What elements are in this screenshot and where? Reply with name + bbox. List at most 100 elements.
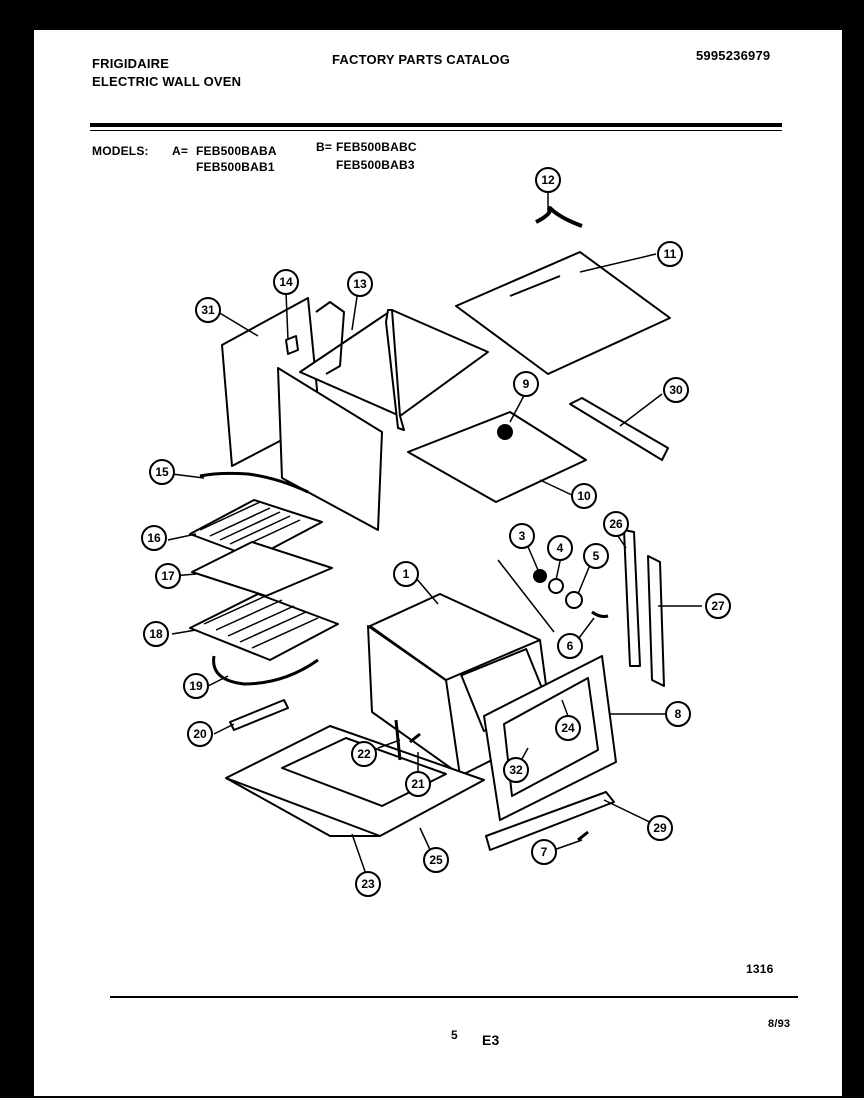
callout-label-29: 29 (653, 821, 667, 835)
callout-circle-31 (195, 297, 221, 323)
callout-circle-11 (657, 241, 683, 267)
bake-element-shape (212, 655, 319, 686)
model-a-prefix: A= (172, 144, 189, 158)
callout-label-1: 1 (403, 567, 410, 581)
callout-circle-8 (665, 701, 691, 727)
lamp-cover-shape (565, 591, 583, 609)
lamp-socket-shape (533, 569, 547, 583)
door-trim-left-shape (623, 529, 641, 667)
callout-circle-24 (555, 715, 581, 741)
bracket-shape (285, 335, 299, 355)
callout-circle-32 (503, 757, 529, 783)
trim-strip-shape (569, 397, 669, 461)
catalog-title: FACTORY PARTS CATALOG (332, 52, 511, 67)
models-label: MODELS: (92, 144, 149, 158)
page-number: 5 (451, 1028, 458, 1042)
callout-label-3: 3 (519, 529, 526, 543)
callout-label-4: 4 (557, 541, 564, 555)
callout-circle-6 (557, 633, 583, 659)
callout-circle-4 (547, 535, 573, 561)
callout-label-16: 16 (147, 531, 161, 545)
screw-shape (577, 830, 589, 842)
callout-circle-7 (531, 839, 557, 865)
callout-circle-13 (347, 271, 373, 297)
callout-circle-26 (603, 511, 629, 537)
element-bracket-shape (229, 699, 289, 731)
callout-label-8: 8 (675, 707, 682, 721)
model-a-1: FEB500BABA (196, 144, 277, 158)
callout-label-17: 17 (161, 569, 175, 583)
callout-label-19: 19 (189, 679, 203, 693)
callout-circle-22 (351, 741, 377, 767)
callout-label-20: 20 (193, 727, 207, 741)
callout-label-30: 30 (669, 383, 683, 397)
callout-label-32: 32 (509, 763, 523, 777)
callout-label-5: 5 (593, 549, 600, 563)
callout-circle-14 (273, 269, 299, 295)
callout-circle-18 (143, 621, 169, 647)
callout-label-13: 13 (353, 277, 367, 291)
callout-circle-10 (571, 483, 597, 509)
cabinet-side-shape (385, 309, 405, 431)
model-b-1: FEB500BABC (336, 140, 417, 154)
callout-label-23: 23 (361, 877, 375, 891)
callout-label-6: 6 (567, 639, 574, 653)
callout-label-24: 24 (561, 721, 575, 735)
broiler-pan-shape (191, 541, 333, 597)
callout-circle-19 (183, 673, 209, 699)
kick-plate-shape (485, 791, 615, 851)
header-rule-top (90, 123, 782, 127)
header-rule-bottom (90, 130, 782, 131)
callout-label-9: 9 (523, 377, 530, 391)
callout-circle-9 (513, 371, 539, 397)
model-a-2: FEB500BAB1 (196, 160, 275, 174)
callout-label-25: 25 (429, 853, 443, 867)
callout-circle-29 (647, 815, 673, 841)
oven-rack-shape (189, 593, 339, 661)
product-name: ELECTRIC WALL OVEN (92, 74, 242, 89)
knob-shape (497, 424, 513, 440)
callout-circle-5 (583, 543, 609, 569)
lamp-lens-shape (548, 578, 564, 594)
footer-rule (110, 996, 798, 998)
model-b-prefix: B= (316, 140, 333, 154)
figure-number: 1316 (746, 962, 774, 976)
callout-circle-15 (149, 459, 175, 485)
callout-label-14: 14 (279, 275, 293, 289)
callout-circle-21 (405, 771, 431, 797)
switch-shape (591, 610, 609, 618)
callout-circle-12 (535, 167, 561, 193)
callout-circle-23 (355, 871, 381, 897)
brand-name: FRIGIDAIRE (92, 56, 170, 71)
top-panel-shape (455, 251, 671, 375)
callout-label-18: 18 (149, 627, 163, 641)
callout-label-11: 11 (664, 247, 677, 261)
section-code: E3 (482, 1032, 500, 1048)
callout-circle-1 (393, 561, 419, 587)
callout-circle-20 (187, 721, 213, 747)
callout-label-7: 7 (541, 845, 548, 859)
callout-label-27: 27 (711, 599, 725, 613)
bottom-panel-shape (407, 411, 587, 503)
model-b-2: FEB500BAB3 (336, 158, 415, 172)
broiler-rack-shape (189, 499, 323, 559)
broil-element-shape (199, 471, 309, 494)
callout-label-15: 15 (155, 465, 169, 479)
callout-label-12: 12 (541, 173, 555, 187)
callout-label-31: 31 (201, 303, 215, 317)
callout-label-22: 22 (357, 747, 371, 761)
door-trim-right-shape (647, 555, 665, 687)
catalog-sheet: FRIGIDAIRE ELECTRIC WALL OVEN FACTORY PA… (34, 30, 842, 1096)
callout-label-10: 10 (577, 489, 591, 503)
date-code: 8/93 (768, 1018, 791, 1030)
callout-circle-27 (705, 593, 731, 619)
harness-shape (535, 206, 583, 228)
callout-circle-25 (423, 847, 449, 873)
callout-label-21: 21 (411, 777, 425, 791)
callout-circle-17 (155, 563, 181, 589)
callout-circle-30 (663, 377, 689, 403)
catalog-number: 5995236979 (696, 48, 771, 63)
callout-circle-16 (141, 525, 167, 551)
callout-label-26: 26 (609, 517, 623, 531)
